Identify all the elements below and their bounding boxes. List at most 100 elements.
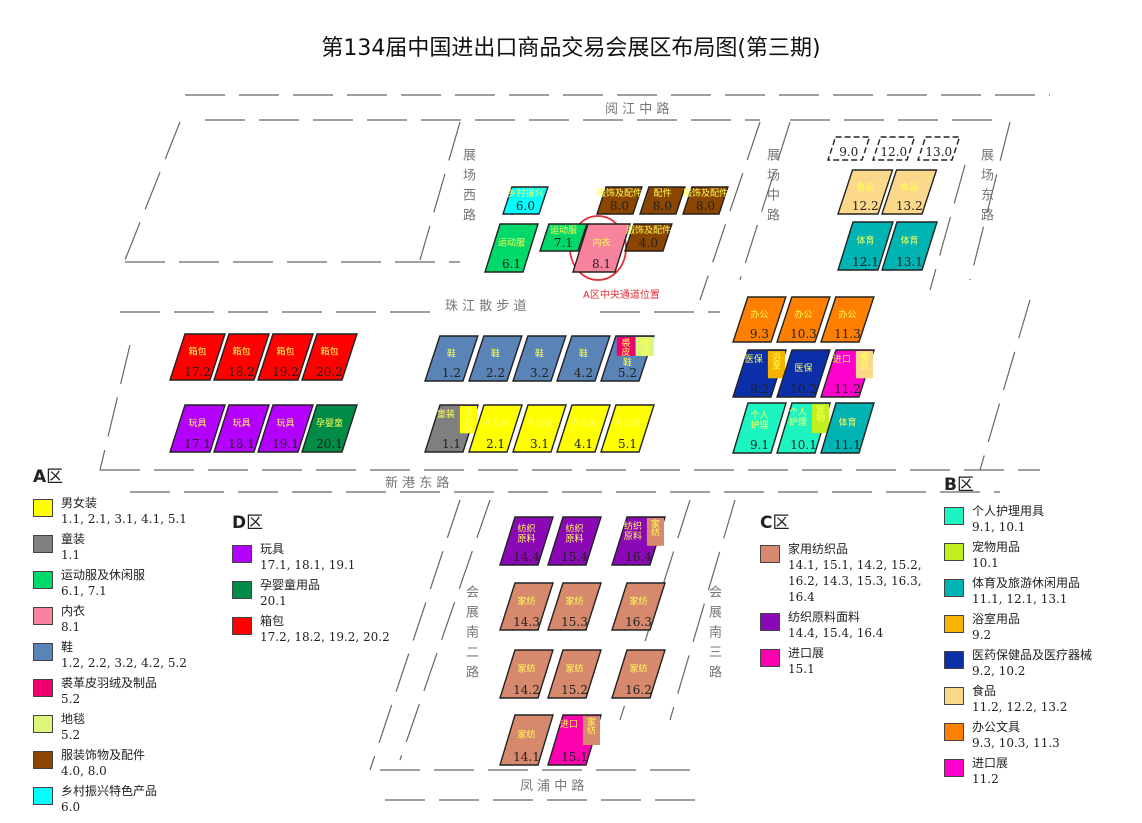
legend-item: 进口展 15.1 bbox=[760, 645, 938, 677]
legend-item-name: 食品 bbox=[972, 684, 997, 698]
legend-item-halls: 9.2, 10.2 bbox=[972, 664, 1026, 678]
hall-9.3[interactable]: 办公9.3 bbox=[732, 296, 787, 343]
hall-3.2[interactable]: 鞋3.2 bbox=[512, 335, 567, 382]
hall-label: 内衣 bbox=[592, 237, 610, 249]
hall-2.2[interactable]: 鞋2.2 bbox=[468, 335, 523, 382]
hall-8.0[interactable]: 配件8.0 bbox=[639, 186, 686, 215]
hall-shape bbox=[499, 649, 554, 699]
legend-item: 纺织原料面料 14.4, 15.4, 16.4 bbox=[760, 609, 938, 641]
hall-label: 男女装 bbox=[614, 417, 641, 429]
hall-shape bbox=[547, 582, 602, 631]
hall-shape bbox=[917, 136, 961, 161]
hall-shape bbox=[484, 223, 539, 273]
hall-12.0[interactable]: 12.0 bbox=[872, 136, 916, 161]
legend-swatch bbox=[944, 543, 964, 561]
legend-item: 进口展 11.2 bbox=[944, 755, 1139, 787]
hall-8.1[interactable]: 内衣 8.1 bbox=[572, 223, 631, 273]
hall-label: 配件 bbox=[653, 187, 671, 199]
legend-swatch bbox=[760, 613, 780, 631]
legend-item-halls: 1.1, 2.1, 3.1, 4.1, 5.1 bbox=[61, 512, 187, 526]
hall-part-label: 食品 bbox=[860, 351, 869, 372]
hall-label: 医保 bbox=[794, 362, 812, 374]
hall-number: 8.0 bbox=[610, 199, 629, 213]
legend-item: 童装 1.1 bbox=[33, 531, 225, 563]
legend-zone-letter: D bbox=[232, 513, 247, 533]
legend-item-name: 个人护理用具 bbox=[972, 504, 1045, 518]
legend-item: 男女装 1.1, 2.1, 3.1, 4.1, 5.1 bbox=[33, 495, 225, 527]
hall-shape bbox=[837, 169, 894, 215]
hall-number: 18.1 bbox=[228, 437, 255, 451]
hall-number: 3.1 bbox=[530, 437, 549, 451]
legend-item-name: 男女装 bbox=[61, 496, 98, 510]
hall-label: 进口 bbox=[560, 719, 578, 730]
legend-title: C区 bbox=[760, 508, 938, 533]
road-south3: 会展南三路 bbox=[706, 585, 721, 685]
hall-part-label: 宠物 bbox=[816, 404, 825, 425]
hall-number: 1.1 bbox=[442, 437, 461, 451]
hall-part-label: 家纺 bbox=[651, 518, 660, 539]
hall-number: 4.0 bbox=[639, 236, 658, 250]
hall-shape bbox=[499, 516, 554, 566]
hall-number: 16.3 bbox=[625, 615, 652, 629]
hall-number: 15.3 bbox=[561, 615, 588, 629]
hall-number: 19.2 bbox=[272, 365, 299, 379]
hall-part-label: 裘皮 bbox=[621, 337, 630, 358]
hall-13.0[interactable]: 13.0 bbox=[917, 136, 961, 161]
hall-label: 鞋 bbox=[491, 347, 500, 359]
hall-4.2[interactable]: 鞋4.2 bbox=[556, 335, 611, 382]
hall-label: 男女装 bbox=[482, 417, 509, 429]
legend-swatch bbox=[944, 651, 964, 669]
hall-1.2[interactable]: 鞋1.2 bbox=[424, 335, 479, 382]
hall-9.0[interactable]: 9.0 bbox=[827, 136, 871, 161]
legend-swatch bbox=[33, 787, 53, 805]
hall-shape bbox=[213, 404, 270, 453]
legend-zone-d: D区 玩具 17.1, 18.1, 19.1 孕婴童用品 20.1 箱包 17.… bbox=[232, 508, 432, 649]
hall-number: 8.1 bbox=[592, 257, 611, 271]
legend-item-halls: 17.1, 18.1, 19.1 bbox=[260, 558, 356, 572]
